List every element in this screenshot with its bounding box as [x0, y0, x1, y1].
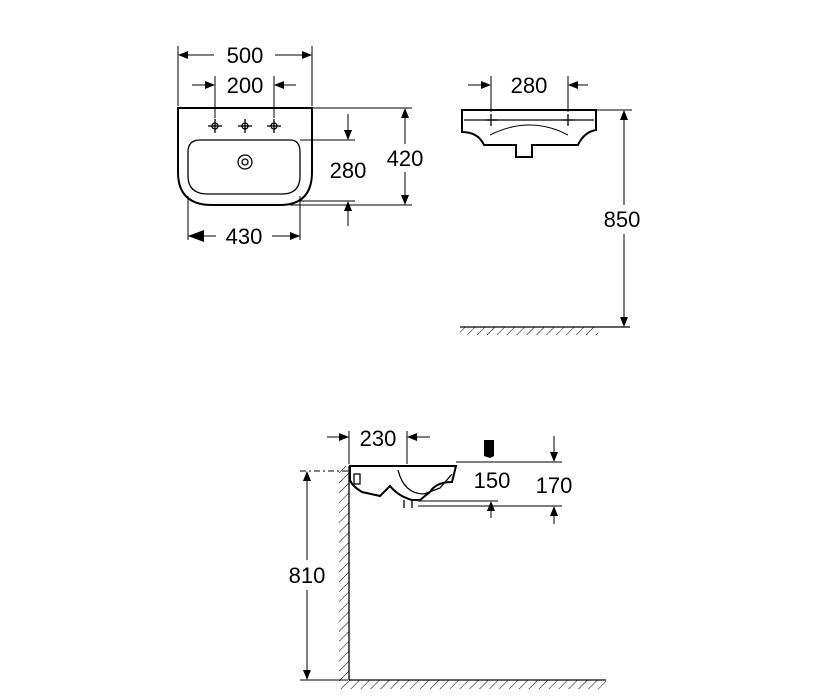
dim-bowl-depth-280: 280: [300, 114, 366, 226]
tap-hole-front-left-icon: [485, 114, 497, 126]
tap-hole-front-right-icon: [562, 114, 574, 126]
floor-side: [339, 679, 606, 689]
dim-tap-spacing-200: 200: [192, 73, 296, 118]
dim-rim-height-810: 810: [289, 471, 348, 681]
wall: [339, 466, 350, 680]
dim-wall-to-tap-230: 230: [327, 426, 430, 464]
dim-front-tap-spacing-280: 280: [468, 73, 588, 112]
front-view: 280 850: [460, 73, 640, 335]
dim-label-810: 810: [289, 563, 326, 588]
tap-hole-left-icon: [208, 119, 222, 133]
dim-label-430: 430: [226, 224, 263, 249]
basin-outline-front: [461, 109, 597, 158]
dim-label-280: 280: [330, 158, 367, 183]
tap-hole-center-icon: [238, 119, 252, 133]
dim-label-280-front: 280: [511, 73, 548, 98]
top-view: 500 200 430: [177, 43, 424, 249]
dim-total-height-170: 170: [418, 436, 572, 524]
side-view: 230 150 170 810: [289, 426, 606, 689]
dim-label-170: 170: [536, 473, 573, 498]
basin-outline-plan: [177, 107, 313, 206]
dim-installation-height-850: 850: [596, 109, 641, 327]
tap-hole-right-icon: [267, 119, 281, 133]
dim-label-230: 230: [360, 426, 397, 451]
floor-front: [460, 326, 630, 335]
drain-icon: [237, 154, 253, 170]
bowl-outline-plan: [187, 139, 301, 195]
dim-label-150: 150: [474, 468, 511, 493]
dim-width-500: 500: [177, 43, 313, 106]
dim-basin-height-150: 150: [418, 440, 510, 518]
dim-label-200: 200: [227, 73, 264, 98]
dim-bowl-width-430: 430: [187, 196, 301, 249]
dim-label-420: 420: [387, 146, 424, 171]
dim-label-500: 500: [227, 43, 264, 68]
dim-label-850: 850: [604, 207, 641, 232]
dim-depth-420: 420: [290, 107, 424, 206]
